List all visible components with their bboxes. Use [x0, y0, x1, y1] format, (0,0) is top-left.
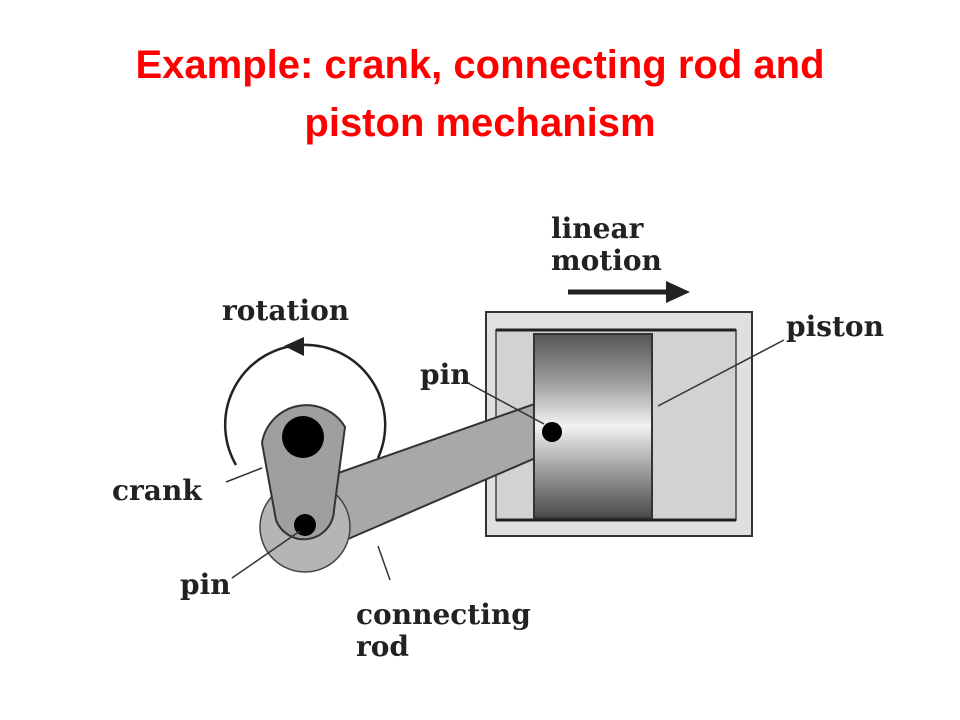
- leader-connecting-rod: [377, 545, 391, 581]
- title-line-1: Example: crank, connecting rod and: [135, 43, 825, 87]
- crank-shaft: [282, 416, 324, 458]
- label-linear-motion-1: linear: [551, 212, 645, 245]
- rotation-arrow-icon: [284, 337, 304, 356]
- label-linear-motion-2: motion: [551, 244, 662, 277]
- label-pin-bottom: pin: [180, 568, 231, 601]
- label-piston: piston: [786, 310, 884, 343]
- piston-pin: [542, 422, 562, 442]
- leader-pin-top: [465, 381, 545, 425]
- label-rotation: rotation: [222, 294, 349, 327]
- label-crank: crank: [112, 474, 202, 507]
- leader-piston: [657, 339, 785, 407]
- piston: [533, 333, 653, 519]
- page-title: Example: crank, connecting rod and pisto…: [0, 36, 960, 152]
- linear-motion-arrow-icon: [666, 281, 690, 303]
- label-pin-top: pin: [420, 358, 471, 391]
- title-line-2: piston mechanism: [304, 101, 656, 145]
- leader-crank: [225, 467, 263, 483]
- label-connecting-rod-2: rod: [356, 630, 409, 663]
- label-connecting-rod-1: connecting: [356, 598, 531, 631]
- leader-pin-bottom: [231, 530, 301, 579]
